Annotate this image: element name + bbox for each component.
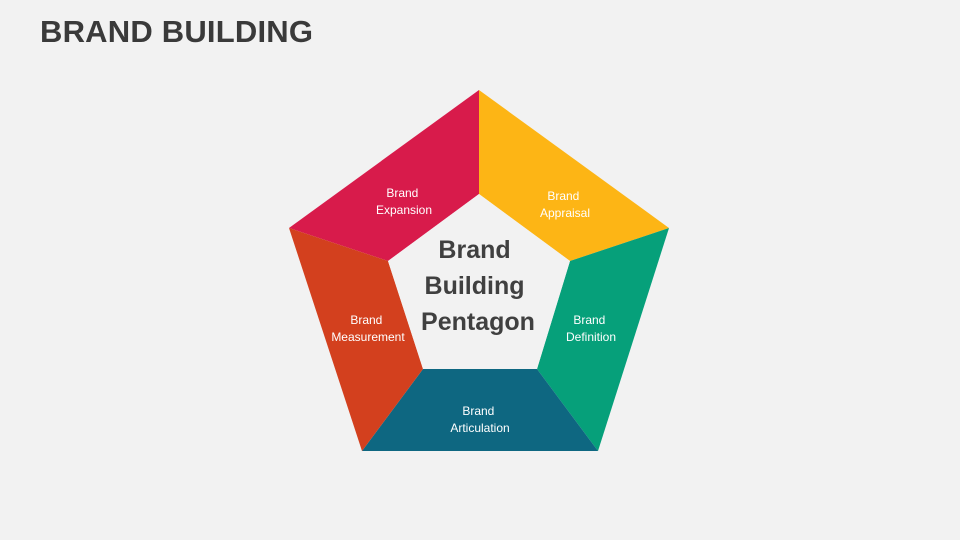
segment-brand-articulation-shape	[362, 369, 598, 451]
slide-title: BRAND BUILDING	[40, 14, 314, 49]
segment-brand-articulation: Brand Articulation	[362, 369, 598, 451]
segment-brand-definition: Brand Definition	[537, 228, 669, 451]
segment-brand-expansion-label-line2: Expansion	[376, 203, 432, 217]
svg-text:Brand Articulation: Brand Articulation	[450, 404, 509, 435]
segment-brand-definition-label-line2: Definition	[566, 330, 616, 344]
svg-text:Brand Definition: Brand Definition	[566, 313, 616, 344]
segment-brand-expansion: Brand Expansion	[289, 90, 479, 261]
segment-brand-appraisal-label-line2: Appraisal	[540, 206, 590, 220]
segment-brand-measurement-label-line1: Brand	[350, 313, 382, 327]
segment-brand-expansion-label-line1: Brand	[386, 186, 418, 200]
svg-text:Brand Appraisal: Brand Appraisal	[540, 189, 590, 220]
center-pentagon	[388, 194, 570, 369]
segment-brand-articulation-label-line1: Brand	[462, 404, 494, 418]
segment-brand-appraisal-label-line1: Brand	[547, 189, 579, 203]
segment-brand-measurement-label-line2: Measurement	[331, 330, 405, 344]
segment-brand-definition-shape	[537, 228, 669, 451]
center-title: Brand Building Pentagon	[421, 236, 535, 336]
svg-text:Brand Expansion: Brand Expansion	[376, 186, 432, 217]
segment-brand-appraisal: Brand Appraisal	[479, 90, 669, 261]
segment-brand-measurement-shape	[289, 228, 423, 451]
svg-text:Brand Measurement: Brand Measurement	[331, 313, 405, 344]
segment-brand-articulation-label-line2: Articulation	[450, 421, 509, 435]
segment-brand-appraisal-shape	[479, 90, 669, 261]
center-title-line3: Pentagon	[421, 308, 535, 336]
center-title-line1: Brand	[438, 236, 510, 264]
segment-brand-definition-label-line1: Brand	[573, 313, 605, 327]
segment-brand-measurement: Brand Measurement	[289, 228, 423, 451]
segment-brand-expansion-shape	[289, 90, 479, 261]
center-title-line2: Building	[425, 272, 525, 300]
